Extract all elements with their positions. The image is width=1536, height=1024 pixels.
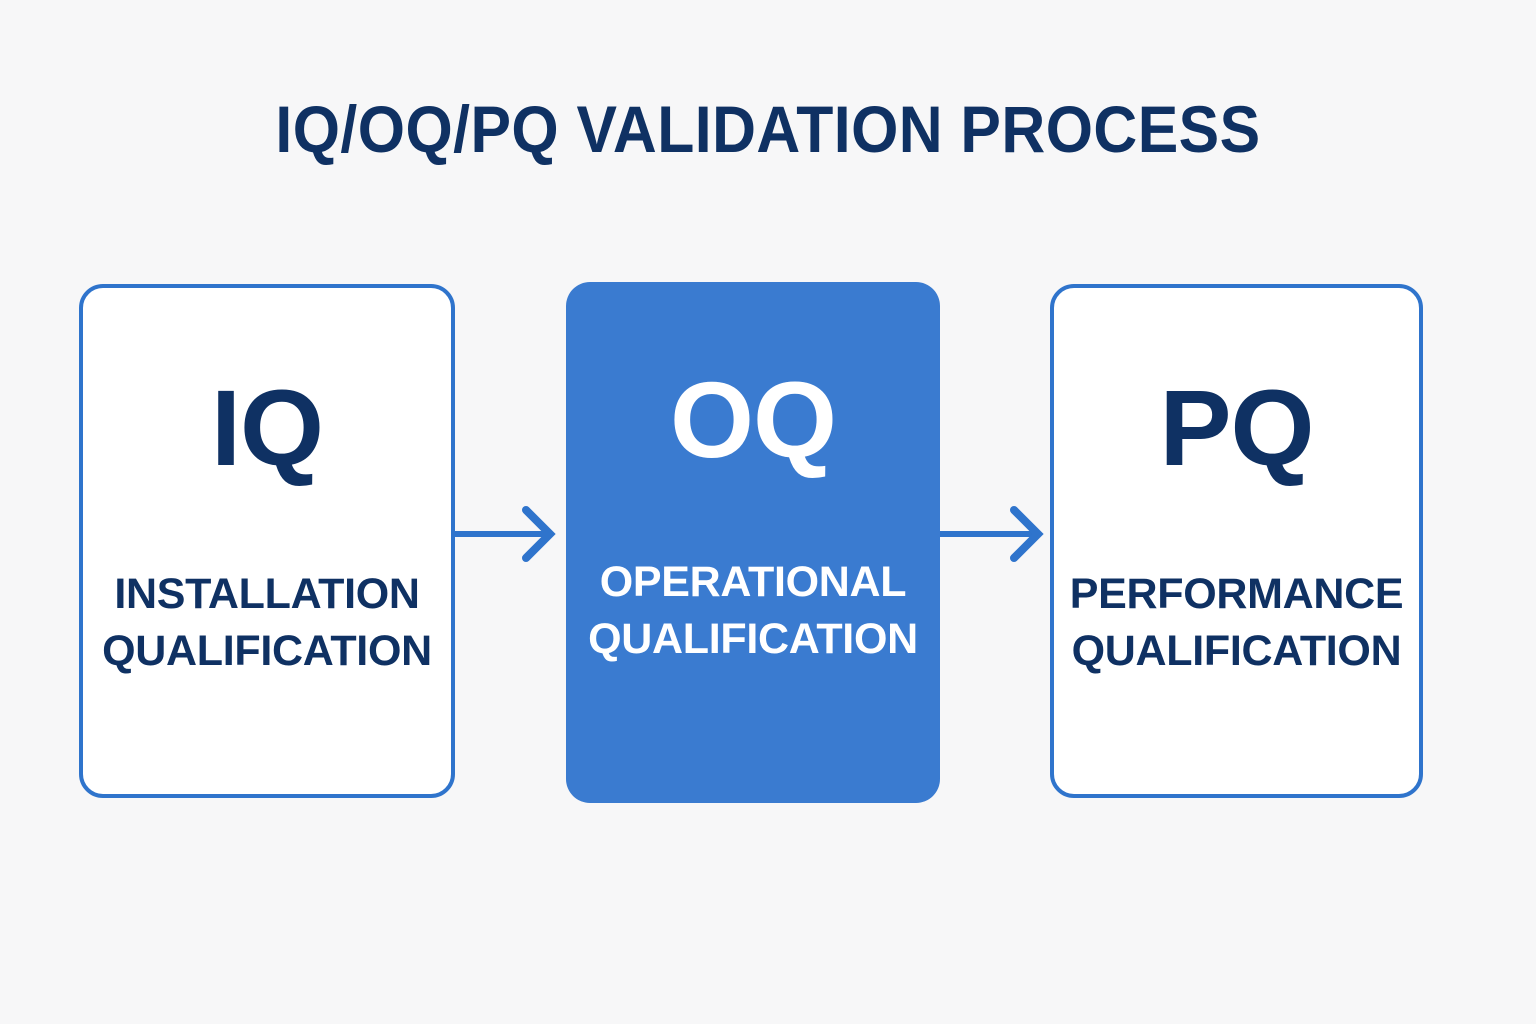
stage-acronym-oq: OQ: [669, 359, 837, 480]
stage-caption-oq: OPERATIONAL QUALIFICATION: [588, 554, 918, 668]
stage-card-oq[interactable]: OQ OPERATIONAL QUALIFICATION: [566, 282, 940, 803]
flow-arrow-oq-to-pq: [940, 506, 1052, 562]
stage-caption-line-2: QUALIFICATION: [102, 626, 432, 675]
stage-caption-line-1: OPERATIONAL: [599, 558, 907, 606]
page-title: IQ/OQ/PQ VALIDATION PROCESS: [275, 92, 1261, 166]
arrow-right-icon: [940, 506, 1044, 562]
stage-acronym-pq: PQ: [1159, 367, 1314, 488]
stage-caption-line-1: PERFORMANCE: [1069, 570, 1404, 618]
stage-card-iq[interactable]: IQ INSTALLATION QUALIFICATION: [79, 284, 455, 798]
flow-arrow-iq-to-oq: [452, 506, 564, 562]
stage-acronym-iq: IQ: [210, 367, 324, 488]
stage-caption-iq: INSTALLATION QUALIFICATION: [102, 566, 432, 680]
stage-card-pq[interactable]: PQ PERFORMANCE QUALIFICATION: [1050, 284, 1423, 798]
stage-caption-line-1: INSTALLATION: [114, 570, 420, 618]
stage-caption-pq: PERFORMANCE QUALIFICATION: [1070, 566, 1404, 680]
stage-caption-line-2: QUALIFICATION: [588, 614, 918, 663]
arrow-right-icon: [452, 506, 556, 562]
stage-caption-line-2: QUALIFICATION: [1071, 626, 1402, 675]
